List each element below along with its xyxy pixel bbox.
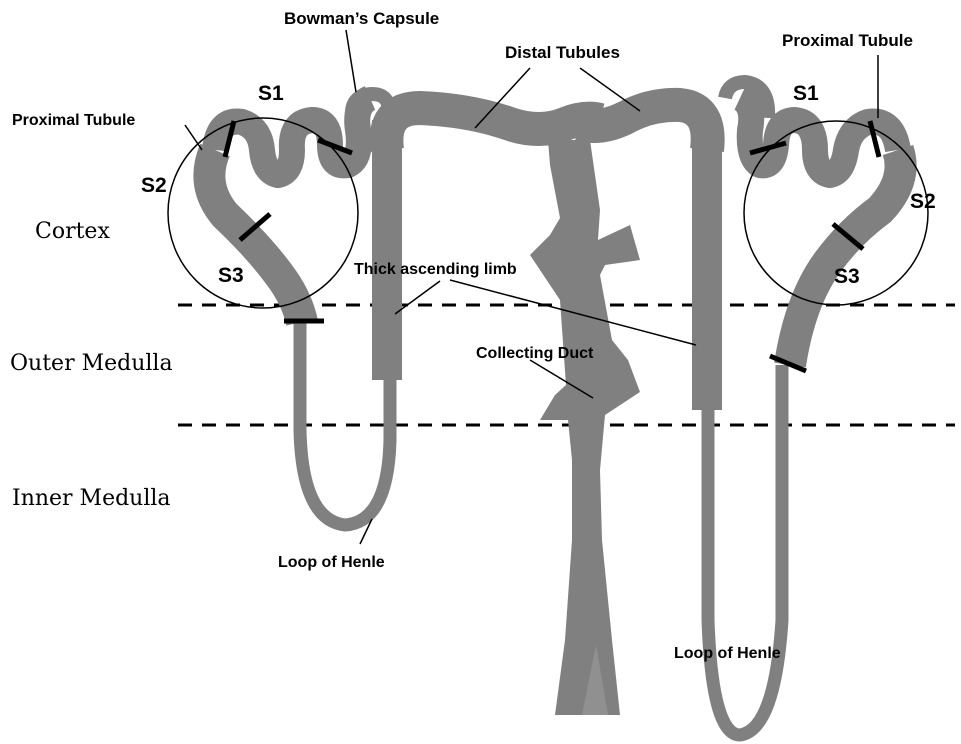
right-loop-of-henle bbox=[708, 365, 782, 735]
left-s3-label: S3 bbox=[218, 264, 244, 287]
outer-medulla-label: Outer Medulla bbox=[10, 351, 173, 376]
inner-medulla-label: Inner Medulla bbox=[12, 486, 171, 511]
collecting-duct bbox=[530, 140, 640, 715]
left-s1-label: S1 bbox=[258, 82, 284, 105]
left-loop-of-henle-label: Loop of Henle bbox=[278, 554, 385, 571]
collecting-duct-label: Collecting Duct bbox=[476, 345, 594, 362]
left-thick-ascending-limb bbox=[372, 120, 402, 380]
right-s2-label: S2 bbox=[910, 190, 936, 213]
left-proximal-tubule-leader bbox=[185, 125, 202, 150]
left-s2-label: S2 bbox=[141, 174, 167, 197]
right-s1-label: S1 bbox=[793, 82, 819, 105]
left-proximal-tubule-label: Proximal Tubule bbox=[12, 112, 135, 129]
right-proximal-tubule-label: Proximal Tubule bbox=[782, 31, 913, 50]
bowmans-capsule-label: Bowman’s Capsule bbox=[284, 9, 439, 28]
right-proximal-straight bbox=[790, 150, 901, 365]
right-s3-label: S3 bbox=[834, 265, 860, 288]
right-thick-ascending-limb bbox=[692, 130, 722, 410]
bowmans-capsule-leader bbox=[346, 30, 356, 92]
thick-ascending-limb-label: Thick ascending limb bbox=[354, 261, 517, 278]
distal-tubules-label: Distal Tubules bbox=[505, 43, 620, 62]
cortex-label: Cortex bbox=[35, 219, 110, 244]
right-distal-tubule bbox=[580, 105, 708, 150]
right-loop-of-henle-label: Loop of Henle bbox=[674, 645, 781, 662]
